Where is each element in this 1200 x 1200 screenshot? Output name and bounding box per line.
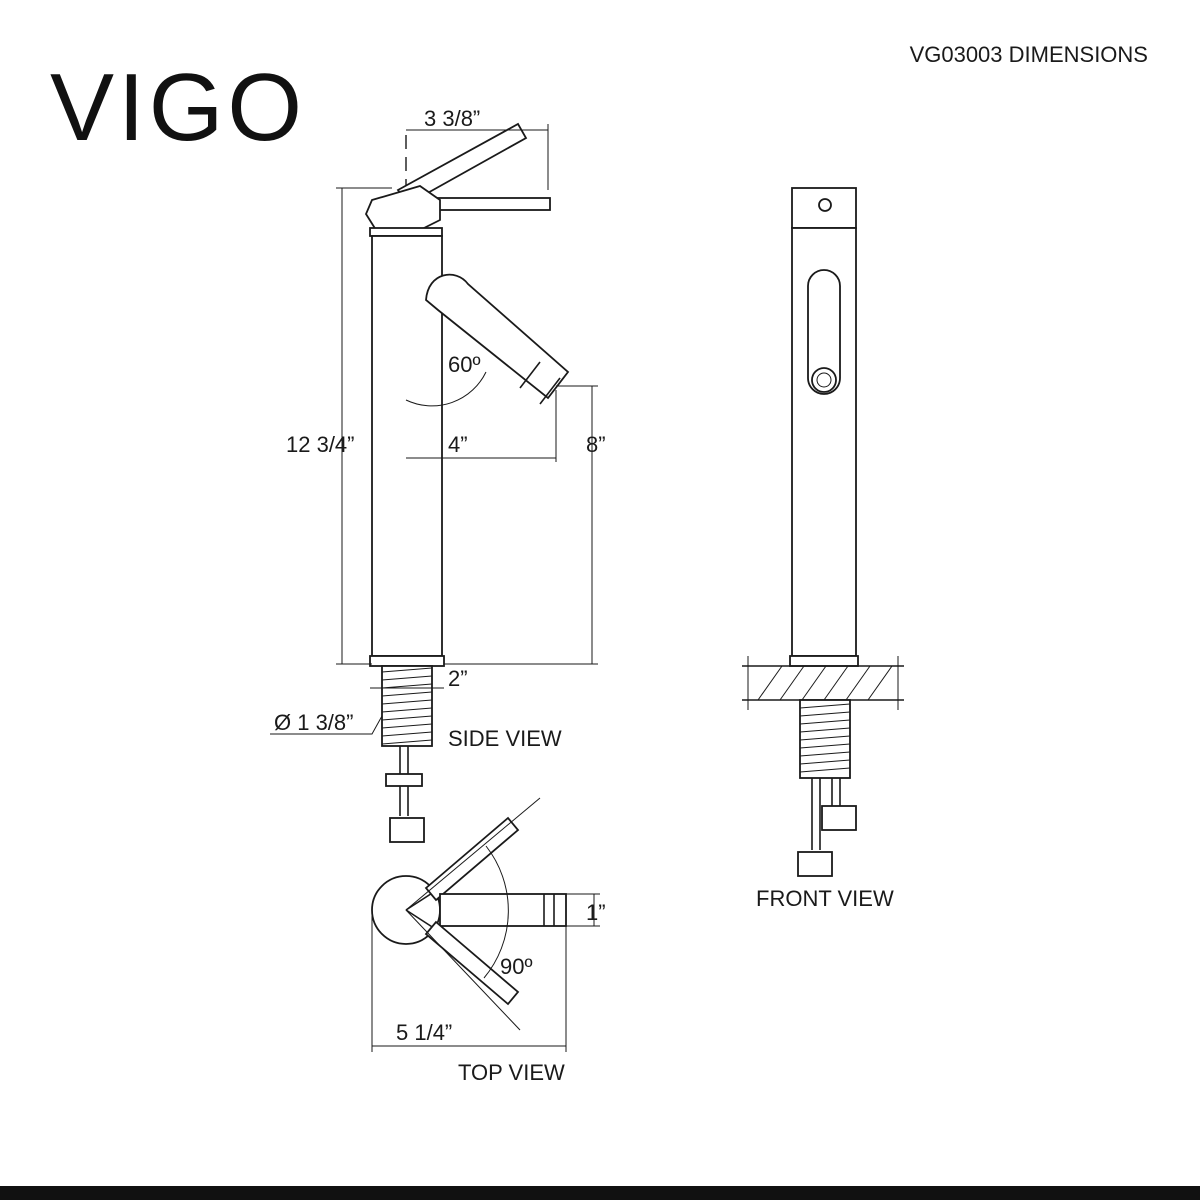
supply-fitting — [389, 817, 425, 843]
side-view-drawing — [270, 122, 598, 843]
dim-spout-angle: 60º — [448, 352, 481, 377]
top-view-drawing — [371, 797, 600, 1052]
dim-spout-height: 8” — [586, 432, 606, 457]
front-base-ring — [789, 655, 859, 667]
front-supply-fitting-left — [797, 851, 833, 877]
cap-ring — [369, 227, 443, 237]
front-supply-fitting-right — [821, 805, 857, 831]
faucet-body — [371, 235, 443, 657]
dim-overall-depth: 5 1/4” — [396, 1020, 452, 1045]
side-view-caption: SIDE VIEW — [448, 726, 562, 751]
lever-handle-level — [421, 197, 551, 211]
handle-cap — [364, 185, 441, 231]
aerator — [811, 367, 837, 393]
footer-bar — [0, 1186, 1200, 1200]
dim-spout-width: 1” — [586, 900, 606, 925]
front-view-drawing — [742, 187, 904, 877]
brand-logo: VIGO — [50, 54, 306, 161]
dim-shank-diameter: Ø 1 3/8” — [274, 710, 353, 735]
top-view-caption: TOP VIEW — [458, 1060, 565, 1085]
supply-nut — [385, 773, 423, 787]
front-view-caption: FRONT VIEW — [756, 886, 894, 911]
dim-total-height: 12 3/4” — [286, 432, 355, 457]
base-ring — [369, 655, 445, 667]
page-title: VG03003 DIMENSIONS — [910, 42, 1148, 67]
spout — [425, 273, 570, 400]
top-spout — [439, 893, 567, 927]
dim-base-width: 2” — [448, 666, 468, 691]
spout-opening — [807, 269, 841, 395]
dim-spout-reach: 4” — [448, 432, 468, 457]
dim-rotation-angle: 90º — [500, 954, 533, 979]
dim-lever-reach: 3 3/8” — [424, 106, 480, 131]
handle-position-a — [424, 816, 520, 902]
